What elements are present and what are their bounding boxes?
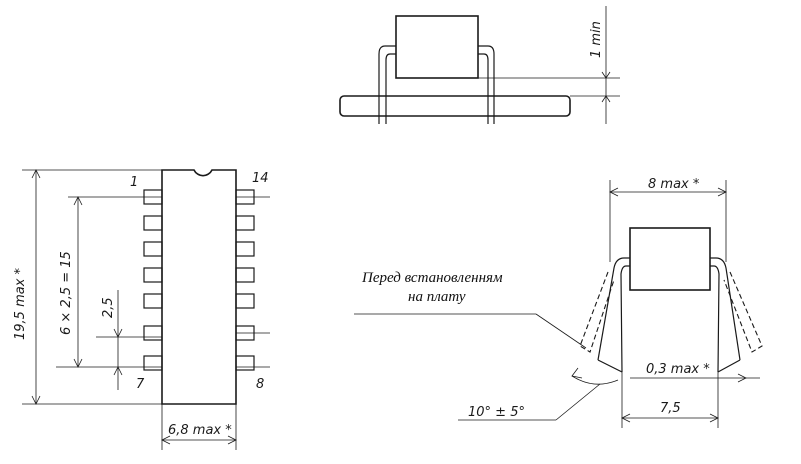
pin-8-label: 8 xyxy=(256,377,264,392)
lead-right xyxy=(478,45,495,124)
lead-thickness-label: 0,3 max * xyxy=(646,362,710,377)
lead-right-spread xyxy=(723,271,763,353)
right-pin-row xyxy=(235,189,255,371)
row-spacing-label: 7,5 xyxy=(660,401,681,416)
end-lead-left xyxy=(597,257,630,361)
pitch-total-label: 6 × 2,5 = 15 xyxy=(59,251,74,335)
pcb-board xyxy=(339,95,571,117)
end-lead-right xyxy=(710,257,741,361)
pin-14-label: 14 xyxy=(252,171,269,186)
lead-span-label: 8 max * xyxy=(648,177,700,192)
side-view-mounted: 1 min xyxy=(339,6,620,124)
left-pin-row xyxy=(143,189,163,371)
note-line-1: Перед встановленням xyxy=(361,270,503,286)
angle-arc xyxy=(571,375,619,385)
body-width-label: 6,8 max * xyxy=(168,423,232,438)
top-view-dip14: 19,5 max * 6 × 2,5 = 15 2,5 6,8 max * 1 … xyxy=(13,169,270,450)
package-body-side xyxy=(395,15,479,79)
pitch-label: 2,5 xyxy=(101,297,116,318)
min-gap-label: 1 min xyxy=(589,21,604,58)
lead-left xyxy=(378,45,396,124)
pin-1-label: 1 xyxy=(130,175,138,190)
angle-label: 10° ± 5° xyxy=(468,405,525,420)
package-body-top xyxy=(161,169,237,405)
pin-7-label: 7 xyxy=(136,377,145,392)
lead-left-spread xyxy=(579,271,615,353)
end-view-before-mounting: 8 max * 7,5 0,3 max * 10° ± 5° Перед вст… xyxy=(354,177,763,428)
note-line-2: на плату xyxy=(408,289,466,305)
package-body-end xyxy=(629,227,711,291)
length-label: 19,5 max * xyxy=(13,267,28,340)
